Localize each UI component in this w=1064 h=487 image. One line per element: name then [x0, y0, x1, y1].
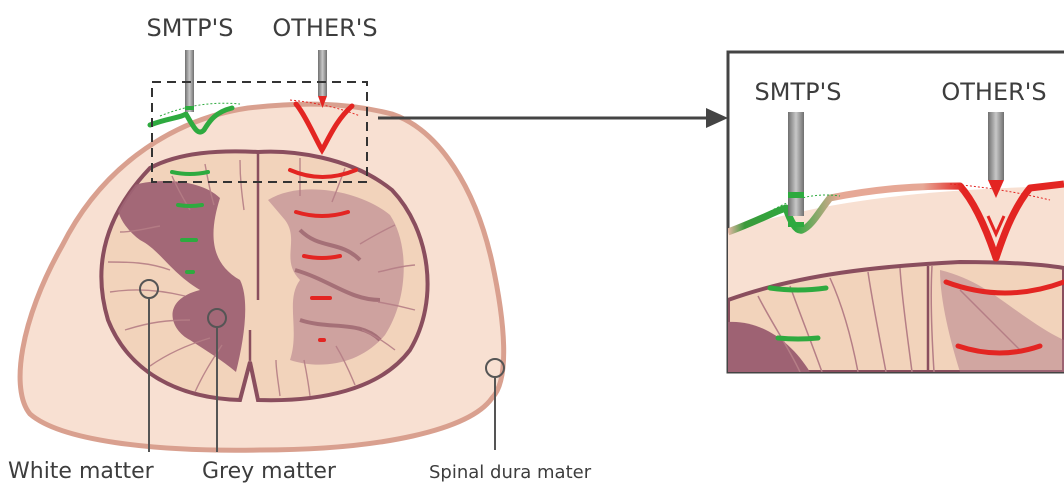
smtp-label-left: SMTP'S — [147, 14, 234, 42]
cord-cross-section — [20, 50, 504, 450]
spinal-dura-mater-label: Spinal dura mater — [429, 462, 592, 483]
smtp-label-zoom: SMTP'S — [755, 78, 842, 106]
white-matter-label: White matter — [8, 459, 155, 484]
smtp-needle-zoom — [788, 112, 804, 216]
others-label-zoom: OTHER'S — [941, 78, 1046, 106]
others-label-left: OTHER'S — [272, 14, 377, 42]
grey-matter-label: Grey matter — [202, 459, 337, 484]
zoom-arrow — [378, 108, 728, 128]
others-needle-zoom — [988, 112, 1004, 180]
others-needle — [318, 50, 327, 96]
